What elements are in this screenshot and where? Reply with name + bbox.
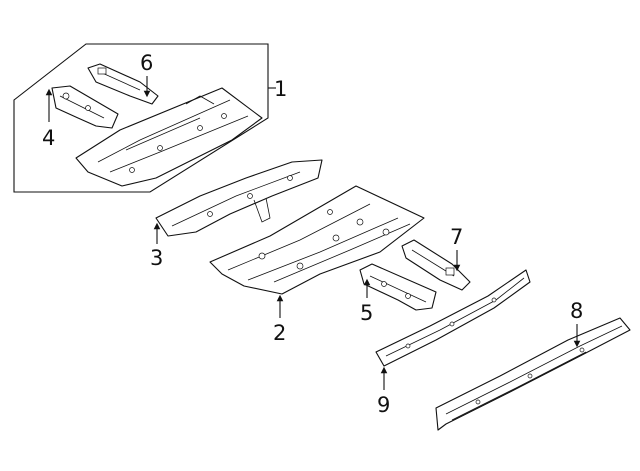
part-2-floor-pan bbox=[209, 185, 425, 295]
part-8-rocker-panel bbox=[435, 317, 631, 431]
part-3-crossmember bbox=[155, 159, 323, 237]
callout-label-1: 1 bbox=[274, 77, 287, 101]
callout-label-4: 4 bbox=[42, 126, 55, 150]
callout-label-5: 5 bbox=[360, 301, 373, 325]
part-7-bracket bbox=[401, 239, 471, 291]
part-5-bracket bbox=[359, 263, 437, 311]
assembly-group-frame bbox=[13, 43, 269, 193]
callout-label-6: 6 bbox=[140, 51, 153, 75]
part-4-bracket bbox=[51, 85, 119, 129]
part-9-inner-sill bbox=[375, 269, 531, 367]
callout-label-8: 8 bbox=[570, 299, 583, 323]
callout-label-7: 7 bbox=[450, 225, 463, 249]
callout-label-3: 3 bbox=[150, 246, 163, 270]
callout-label-2: 2 bbox=[273, 321, 286, 345]
callout-label-9: 9 bbox=[377, 393, 390, 417]
floor-pan-assembly bbox=[75, 87, 263, 187]
part-6-reinforcement bbox=[87, 63, 159, 105]
